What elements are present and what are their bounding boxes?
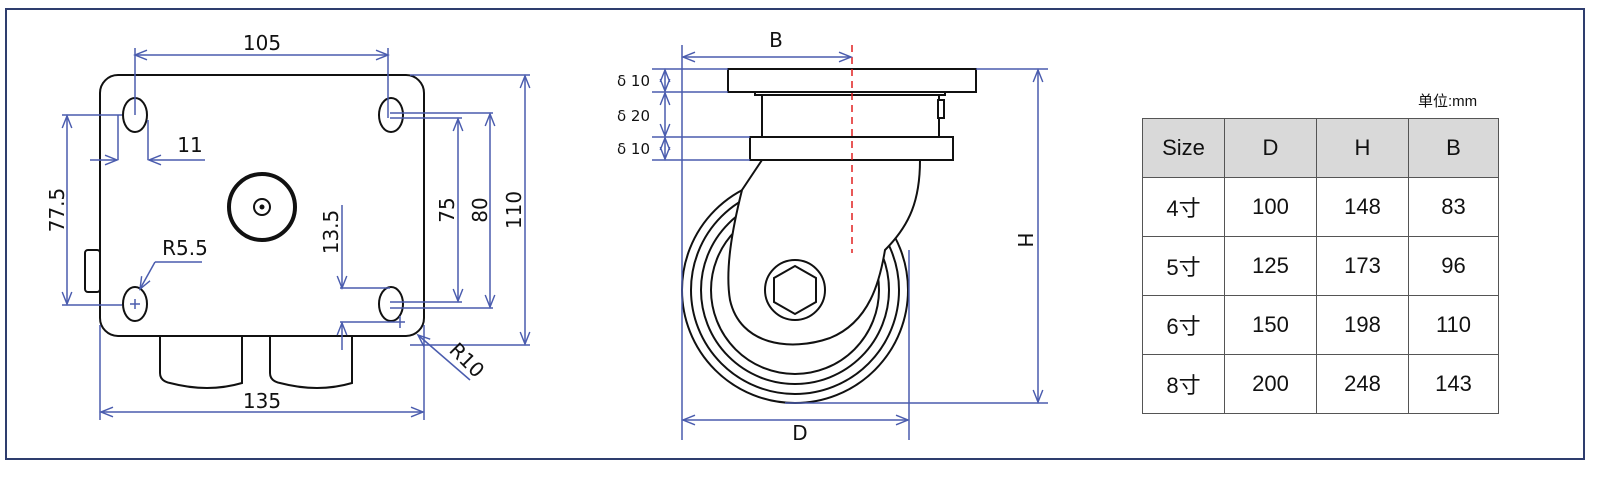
dim-H: H — [1013, 232, 1037, 247]
unit-label: 单位:mm — [1418, 93, 1478, 110]
cell-d: 200 — [1224, 354, 1317, 414]
cell-h: 248 — [1316, 354, 1409, 414]
dim-t3: δ 10 — [617, 140, 650, 158]
table-header-row: Size D H B — [1142, 118, 1499, 178]
dim-135: 135 — [243, 389, 281, 413]
cell-h: 173 — [1316, 236, 1409, 296]
dim-77-5: 77.5 — [45, 188, 69, 233]
dimension-lines — [61, 48, 531, 420]
cell-size: 4寸 — [1142, 177, 1225, 237]
dim-13-5: 13.5 — [319, 210, 343, 255]
size-table: Size D H B 4寸 100 148 83 5寸 125 173 96 6… — [1142, 118, 1499, 414]
drawing-frame — [5, 8, 1585, 460]
dim-D: D — [792, 421, 807, 445]
dim-80: 80 — [468, 197, 492, 222]
table-row: 6寸 150 198 110 — [1142, 295, 1499, 355]
cell-size: 6寸 — [1142, 295, 1225, 355]
table-row: 4寸 100 148 83 — [1142, 177, 1499, 237]
dim-B: B — [769, 28, 783, 52]
cell-h: 148 — [1316, 177, 1409, 237]
cell-h: 198 — [1316, 295, 1409, 355]
dim-75: 75 — [435, 197, 459, 222]
dim-r5-5: R5.5 — [162, 236, 208, 260]
cell-d: 100 — [1224, 177, 1317, 237]
dim-105: 105 — [243, 31, 281, 55]
axle-nut — [773, 264, 817, 316]
dim-11: 11 — [177, 133, 202, 157]
cell-size: 8寸 — [1142, 354, 1225, 414]
cell-b: 83 — [1408, 177, 1499, 237]
kingpin-ring — [227, 172, 297, 242]
header-b: B — [1408, 118, 1499, 178]
bolt-slot — [378, 286, 404, 322]
bolt-slot — [378, 97, 404, 133]
cell-b: 143 — [1408, 354, 1499, 414]
table-row: 8寸 200 248 143 — [1142, 354, 1499, 414]
header-d: D — [1224, 118, 1317, 178]
cell-d: 150 — [1224, 295, 1317, 355]
cell-d: 125 — [1224, 236, 1317, 296]
swivel-body — [761, 92, 940, 138]
header-h: H — [1316, 118, 1409, 178]
dim-t1: δ 10 — [617, 72, 650, 90]
caster-tabs — [159, 334, 353, 389]
grease-nipple — [937, 99, 945, 119]
side-nut — [84, 249, 101, 293]
top-view: 105 11 77.5 R5.5 13.5 75 80 110 R10 135 — [45, 31, 531, 420]
cell-b: 110 — [1408, 295, 1499, 355]
dim-t2: δ 20 — [617, 107, 650, 125]
table-row: 5寸 125 173 96 — [1142, 236, 1499, 296]
cell-b: 96 — [1408, 236, 1499, 296]
side-view: B δ 10 δ 20 δ 10 H D — [617, 28, 1048, 445]
cell-size: 5寸 — [1142, 236, 1225, 296]
header-size: Size — [1142, 118, 1225, 178]
dim-110: 110 — [502, 191, 526, 229]
